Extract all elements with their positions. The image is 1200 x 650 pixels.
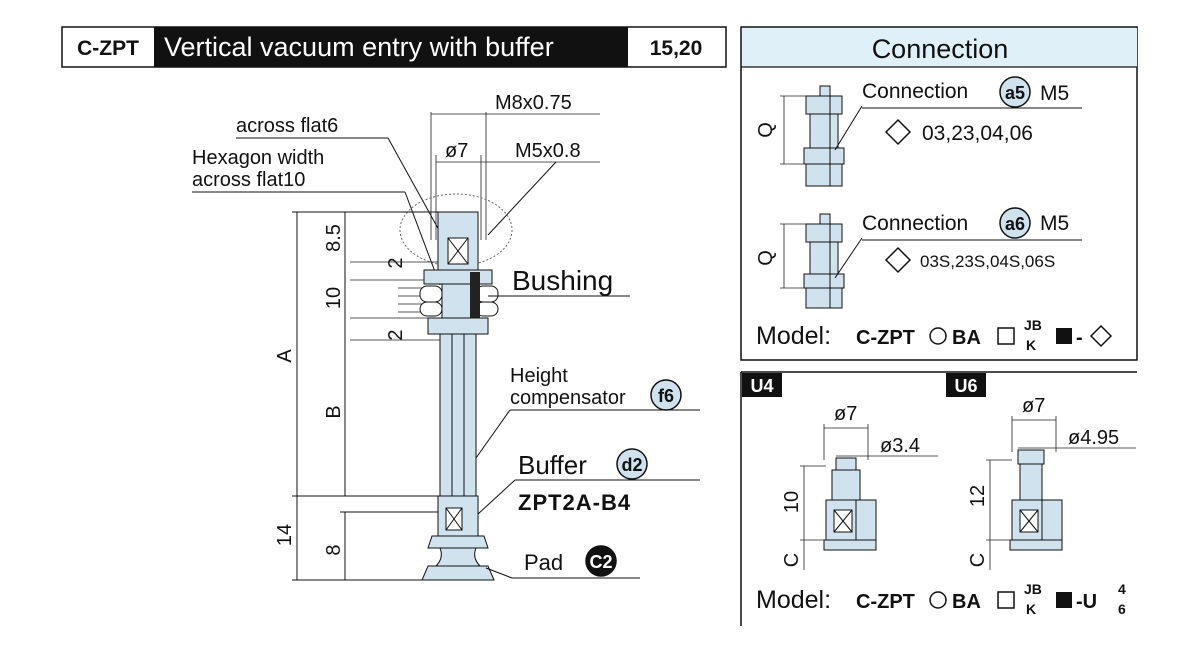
conn-model-dash: -	[1076, 327, 1083, 349]
dim-8-5: 8.5	[323, 224, 345, 252]
label-buffer: Buffer	[518, 450, 587, 480]
label-pad: Pad	[524, 550, 563, 575]
connection-a5-part: Q	[755, 85, 863, 187]
square-icon	[997, 591, 1015, 609]
label-m8: M8x0.75	[495, 92, 572, 114]
dim-14: 14	[274, 524, 296, 546]
a5-options: 03,23,04,06	[922, 122, 1033, 145]
circle-icon	[929, 327, 947, 345]
conn-model-ba: BA	[952, 327, 981, 349]
u4-tag: U4	[750, 376, 773, 396]
filled-square-icon	[1056, 328, 1072, 344]
header: C-ZPT Vertical vacuum entry with buffer …	[61, 26, 727, 68]
connection-model-line: Model: C-ZPT BA JB K -	[756, 317, 1113, 353]
diamond-icon	[1089, 324, 1113, 348]
u-model-code: C-ZPT	[856, 591, 915, 613]
square-icon	[997, 327, 1015, 345]
header-sizes: 15,20	[650, 37, 703, 60]
a6-options: 03S,23S,04S,06S	[920, 252, 1055, 271]
u4-drawing: ø7 ø3.4 10 C	[781, 403, 938, 570]
dim-2a: 2	[385, 257, 407, 268]
u-model-4: 4	[1118, 581, 1126, 597]
u6-dia: ø4.95	[1068, 427, 1119, 449]
diamond-icon	[884, 118, 912, 146]
u6-drawing: ø7 ø4.95 12 C	[967, 395, 1136, 570]
dim-2b: 2	[385, 329, 407, 340]
u-model-prefix: Model:	[756, 586, 831, 614]
label-height-2: compensator	[510, 387, 626, 409]
connection-a6-part: Q	[755, 213, 863, 309]
u4-c: C	[781, 553, 803, 567]
u6-h: 12	[967, 485, 989, 507]
label-flat6: across flat6	[236, 115, 338, 137]
label-bushing: Bushing	[512, 265, 613, 296]
header-code: C-ZPT	[77, 37, 139, 60]
label-height-1: Height	[510, 365, 568, 387]
a6-q: Q	[755, 250, 777, 266]
u6-tag: U6	[954, 376, 977, 396]
badge-d2: d2	[621, 455, 642, 475]
conn-model-jb: JB	[1024, 317, 1042, 333]
label-buffer-model: ZPT2A-B4	[518, 490, 631, 515]
u-model-u: -U	[1076, 591, 1097, 613]
a6-label: Connection	[862, 212, 968, 235]
connection-title: Connection	[872, 34, 1009, 64]
u6-c: C	[967, 553, 989, 567]
u4-dia7: ø7	[834, 403, 857, 425]
u-model-k: K	[1026, 601, 1036, 617]
u4-dia: ø3.4	[880, 435, 920, 457]
a5-thread: M5	[1040, 82, 1069, 105]
dim-A: A	[274, 349, 296, 363]
u4-h: 10	[781, 491, 803, 513]
a5-badge: a5	[1005, 83, 1025, 103]
circle-icon	[929, 591, 947, 609]
label-dia7: ø7	[445, 140, 468, 162]
u-model-jb: JB	[1024, 581, 1042, 597]
u-panel: U4 U6 ø7 ø3.4 10 C ø7	[740, 371, 1137, 626]
a6-thread: M5	[1040, 212, 1069, 235]
badge-f6: f6	[658, 386, 674, 406]
diamond-icon	[884, 246, 912, 274]
u6-dia7: ø7	[1022, 395, 1045, 417]
dim-8: 8	[323, 544, 345, 555]
badge-c2: C2	[589, 552, 612, 572]
conn-model-k: K	[1026, 337, 1036, 353]
u-model-6: 6	[1118, 601, 1126, 617]
conn-model-code: C-ZPT	[856, 327, 915, 349]
filled-square-icon	[1056, 592, 1072, 608]
label-hex-1: Hexagon width	[192, 147, 324, 169]
u-model-line: Model: C-ZPT BA JB K -U 4 6	[756, 581, 1126, 617]
a6-badge: a6	[1005, 214, 1025, 234]
conn-model-prefix: Model:	[756, 322, 831, 350]
a5-label: Connection	[862, 80, 968, 103]
dim-10: 10	[323, 287, 345, 309]
vacuum-entry-part	[419, 211, 499, 581]
main-drawing: M8x0.75 ø7 M5x0.8 across flat6 Hexagon w…	[192, 92, 700, 581]
connection-panel: Connection Q Connection a5 M5 03,23,04,0…	[740, 26, 1138, 361]
label-m5: M5x0.8	[515, 140, 581, 162]
header-title: Vertical vacuum entry with buffer	[164, 32, 554, 62]
a5-q: Q	[755, 122, 777, 138]
dim-B: B	[323, 405, 345, 418]
label-hex-2: across flat10	[192, 169, 305, 191]
u-model-ba: BA	[952, 591, 981, 613]
